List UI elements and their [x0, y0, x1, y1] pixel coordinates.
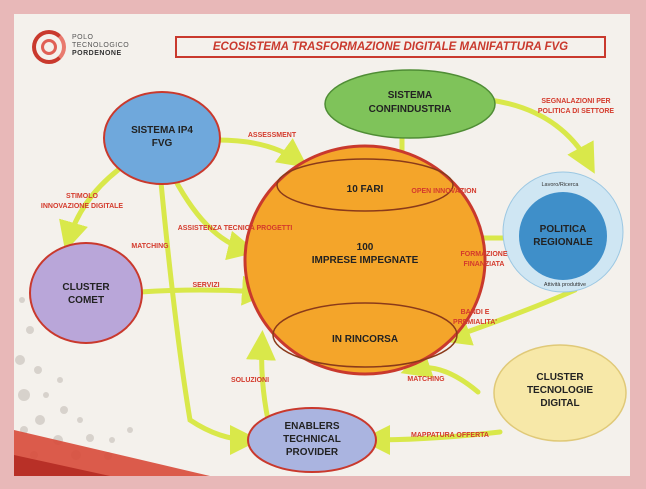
edge-formazione-2: FINANZIATA	[464, 261, 505, 268]
comet-line2: COMET	[68, 295, 104, 306]
edge-segnalazioni-1: SEGNALAZIONI PER	[541, 98, 610, 105]
logo-line1: POLO	[72, 34, 94, 41]
ip4-line2: FVG	[152, 138, 173, 149]
edge-bandi-2: PREMIALITA'	[453, 319, 497, 326]
edge-stimolo-1: STIMOLO	[66, 193, 98, 200]
rincorsa-label: IN RINCORSA	[332, 334, 398, 345]
edge-matching-left: MATCHING	[131, 243, 169, 250]
digital-line2: TECNOLOGIE	[527, 385, 593, 396]
logo-ring-icon	[32, 30, 66, 64]
fari-zone	[276, 158, 454, 212]
cluster-comet-node	[29, 242, 143, 344]
confindustria-line1: SISTEMA	[388, 90, 432, 101]
edge-mappatura: MAPPATURA OFFERTA	[411, 432, 489, 439]
fari-label: 10 FARI	[347, 184, 384, 195]
imprese-circle	[243, 144, 487, 376]
edge-formazione-1: FORMAZIONE	[460, 251, 507, 258]
cluster-digital-node	[493, 344, 627, 442]
arrow-comet-imprese	[137, 275, 272, 306]
logo-core-icon	[41, 39, 57, 55]
ip4-line1: SISTEMA IP4	[131, 125, 193, 136]
politica-node	[519, 192, 607, 280]
edge-matching-right: MATCHING	[407, 376, 445, 383]
arrow-ip4-to-imprese	[215, 137, 309, 168]
imprese-line1: 100	[357, 242, 374, 253]
edge-assistenza: ASSISTENZA TECNICA PROGETTI	[178, 225, 293, 232]
politica-line2: REGIONALE	[533, 237, 593, 248]
arrow-ip4-enablers	[157, 169, 260, 455]
confindustria-node	[324, 69, 496, 139]
edge-servizi: SERVIZI	[192, 282, 219, 289]
enablers-line2: TECHNICAL	[283, 434, 341, 445]
edge-open-innovation: OPEN INNOVAZION	[411, 188, 476, 195]
arrow-ip4-imprese-mid	[167, 167, 258, 261]
arrow-digital-enablers	[360, 424, 503, 455]
arrow-enablers-imprese	[246, 330, 276, 423]
arrow-digital-rincorsa	[400, 349, 481, 395]
edge-bandi-1: BANDI E	[461, 309, 490, 316]
politica-line1: POLITICA	[540, 224, 587, 235]
logo-line2: TECNOLOGICO	[72, 42, 130, 49]
diagram-title: ECOSISTEMA TRASFORMAZIONE DIGITALE MANIF…	[212, 41, 569, 53]
digital-line1: CLUSTER	[536, 372, 584, 383]
politica-top-label: Lavoro/Ricerca	[542, 182, 580, 188]
digital-line3: DIGITAL	[540, 398, 579, 409]
comet-line1: CLUSTER	[62, 282, 110, 293]
politica-bottom-label: Attività produttive	[544, 282, 586, 288]
enablers-line3: PROVIDER	[286, 447, 339, 458]
title-box: ECOSISTEMA TRASFORMAZIONE DIGITALE MANIF…	[175, 36, 606, 58]
enablers-node	[247, 407, 377, 473]
edge-segnalazioni-2: POLITICA DI SETTORE	[538, 108, 615, 115]
logo: POLO TECNOLOGICO PORDENONE	[32, 30, 172, 70]
confindustria-line2: CONFINDUSTRIA	[369, 104, 452, 115]
sistema-ip4-node	[103, 91, 221, 185]
imprese-line2: IMPRESE IMPEGNATE	[312, 255, 419, 266]
arrow-ip4-comet	[59, 167, 121, 252]
rincorsa-zone	[272, 302, 458, 368]
arrow-confindustria-to-politica	[487, 97, 595, 174]
enablers-line1: ENABLERS	[284, 421, 339, 432]
edge-assessment: ASSESSMENT	[248, 132, 297, 139]
logo-line3: PORDENONE	[72, 50, 122, 57]
edge-stimolo-2: INNOVAZIONE DIGITALE	[41, 203, 124, 210]
edge-soluzioni: SOLUZIONI	[231, 377, 269, 384]
arrow-politica-rincorsa	[440, 287, 578, 346]
